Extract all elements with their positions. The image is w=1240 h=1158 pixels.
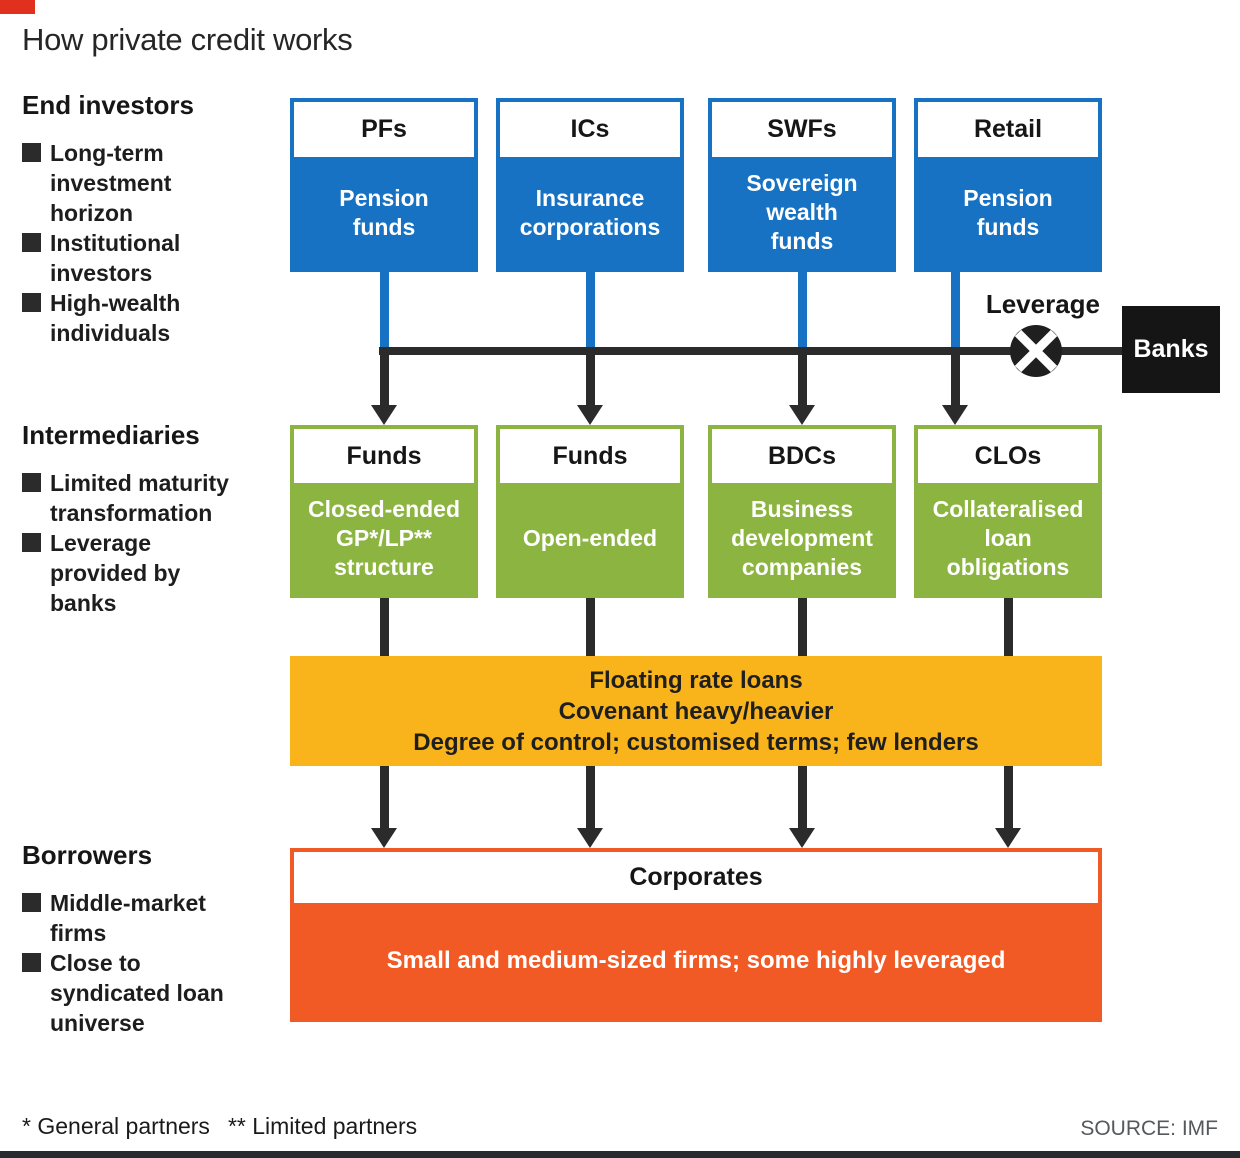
connector-line [379, 347, 1123, 355]
footnote-limited-partners: ** Limited partners [227, 1113, 418, 1139]
connector-line [797, 598, 807, 657]
list-item: Leverage provided by banks [22, 528, 277, 618]
list-item: High-wealth individuals [22, 288, 277, 348]
node-header: Funds [294, 429, 474, 483]
arrow-stem [585, 351, 595, 406]
node-header: Retail [918, 102, 1098, 157]
node-body: Small and medium-sized firms; some highl… [294, 903, 1098, 1018]
arrow-head-icon [371, 405, 397, 425]
arrow-stem [379, 351, 389, 406]
node-header: SWFs [712, 102, 892, 157]
node-swfs: SWFs Sovereign wealth funds [708, 98, 896, 272]
arrow-head-icon [371, 828, 397, 848]
arrow-stem [1003, 766, 1013, 829]
connector-line [379, 598, 389, 657]
arrow-head-icon [789, 405, 815, 425]
intermediaries-bullets: Limited maturity transformation Leverage… [22, 468, 277, 618]
node-corporates: Corporates Small and medium-sized firms;… [290, 848, 1102, 1022]
square-bullet-icon [22, 143, 41, 162]
intermediaries-heading: Intermediaries [22, 420, 200, 450]
arrow-head-icon [577, 828, 603, 848]
arrow-head-icon [577, 405, 603, 425]
source-credit: SOURCE: IMF [1080, 1117, 1218, 1140]
brand-red-mark [0, 0, 35, 14]
connector-line [585, 598, 595, 657]
node-header: Funds [500, 429, 680, 483]
list-item: Institutional investors [22, 228, 277, 288]
node-header: ICs [500, 102, 680, 157]
square-bullet-icon [22, 893, 41, 912]
node-ics: ICs Insurance corporations [496, 98, 684, 272]
borrowers-heading: Borrowers [22, 840, 153, 870]
square-bullet-icon [22, 293, 41, 312]
arrow-stem [379, 766, 389, 829]
square-bullet-icon [22, 533, 41, 552]
node-header: CLOs [918, 429, 1098, 483]
leverage-valve-icon [1010, 325, 1062, 377]
arrow-stem [585, 766, 595, 829]
node-clos: CLOs Collateralised loan obligations [914, 425, 1102, 598]
footnote: * General partners ** Limited partners [22, 1113, 435, 1140]
list-item: Close to syndicated loan universe [22, 948, 277, 1038]
connector-line [1003, 598, 1013, 657]
band-line: Covenant heavy/heavier [558, 697, 834, 725]
arrow-stem [950, 351, 960, 406]
borrowers-bullets: Middle-market firms Close to syndicated … [22, 888, 277, 1038]
arrow-head-icon [995, 828, 1021, 848]
node-bdcs: BDCs Business development companies [708, 425, 896, 598]
footnote-general-partners: * General partners [22, 1113, 210, 1139]
node-funds-open: Funds Open-ended [496, 425, 684, 598]
end-investors-heading: End investors [22, 90, 194, 120]
node-body: Closed-ended GP*/LP** structure [294, 483, 474, 594]
node-body: Open-ended [500, 483, 680, 594]
loan-terms-band: Floating rate loans Covenant heavy/heavi… [290, 656, 1102, 766]
band-line: Floating rate loans [589, 666, 803, 694]
leverage-label: Leverage [985, 289, 1100, 319]
end-investors-bullets: Long-term investment horizon Institution… [22, 138, 277, 348]
node-header: BDCs [712, 429, 892, 483]
node-pfs: PFs Pension funds [290, 98, 478, 272]
square-bullet-icon [22, 473, 41, 492]
connector-line [379, 272, 389, 352]
band-line: Degree of control; customised terms; few… [413, 728, 979, 756]
node-body: Insurance corporations [500, 157, 680, 268]
node-body: Collateralised loan obligations [918, 483, 1098, 594]
node-body: Pension funds [918, 157, 1098, 268]
connector-line [797, 272, 807, 352]
square-bullet-icon [22, 953, 41, 972]
node-retail: Retail Pension funds [914, 98, 1102, 272]
page-title: How private credit works [22, 22, 353, 57]
list-item: Limited maturity transformation [22, 468, 277, 528]
bottom-border-bar [0, 1151, 1240, 1158]
node-funds-closed: Funds Closed-ended GP*/LP** structure [290, 425, 478, 598]
arrow-stem [797, 351, 807, 406]
node-banks: Banks [1122, 306, 1220, 393]
node-header: Corporates [294, 852, 1098, 903]
node-body: Business development companies [712, 483, 892, 594]
node-header: PFs [294, 102, 474, 157]
arrow-head-icon [942, 405, 968, 425]
list-item: Middle-market firms [22, 888, 277, 948]
square-bullet-icon [22, 233, 41, 252]
connector-line [585, 272, 595, 352]
arrow-head-icon [789, 828, 815, 848]
list-item: Long-term investment horizon [22, 138, 277, 228]
node-body: Pension funds [294, 157, 474, 268]
arrow-stem [797, 766, 807, 829]
node-body: Sovereign wealth funds [712, 157, 892, 268]
connector-line [950, 272, 960, 352]
